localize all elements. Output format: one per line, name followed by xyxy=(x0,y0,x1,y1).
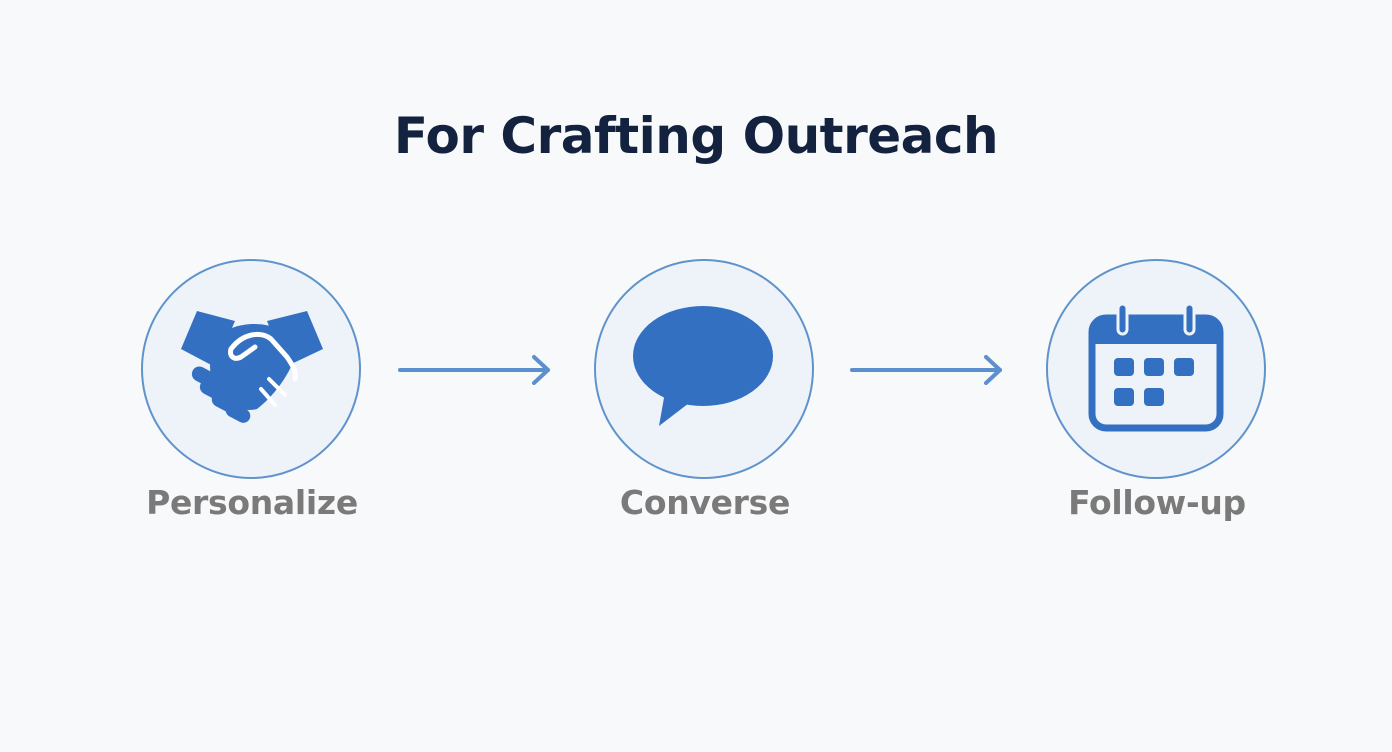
step-circle xyxy=(141,259,361,479)
arrow-right-icon xyxy=(398,355,550,385)
step-circle xyxy=(1046,259,1266,479)
step-label: Follow-up xyxy=(1068,483,1246,522)
step-label: Converse xyxy=(619,483,791,522)
step-converse: Converse xyxy=(594,259,816,522)
step-circle xyxy=(594,259,814,479)
handshake-icon xyxy=(171,309,331,429)
step-label: Personalize xyxy=(146,483,358,522)
speech-bubble-icon xyxy=(629,304,779,434)
arrow-right-icon xyxy=(850,355,1002,385)
calendar-icon xyxy=(1086,304,1226,434)
step-personalize: Personalize xyxy=(141,259,363,522)
step-follow-up: Follow-up xyxy=(1046,259,1268,522)
diagram-title: For Crafting Outreach xyxy=(393,107,999,165)
